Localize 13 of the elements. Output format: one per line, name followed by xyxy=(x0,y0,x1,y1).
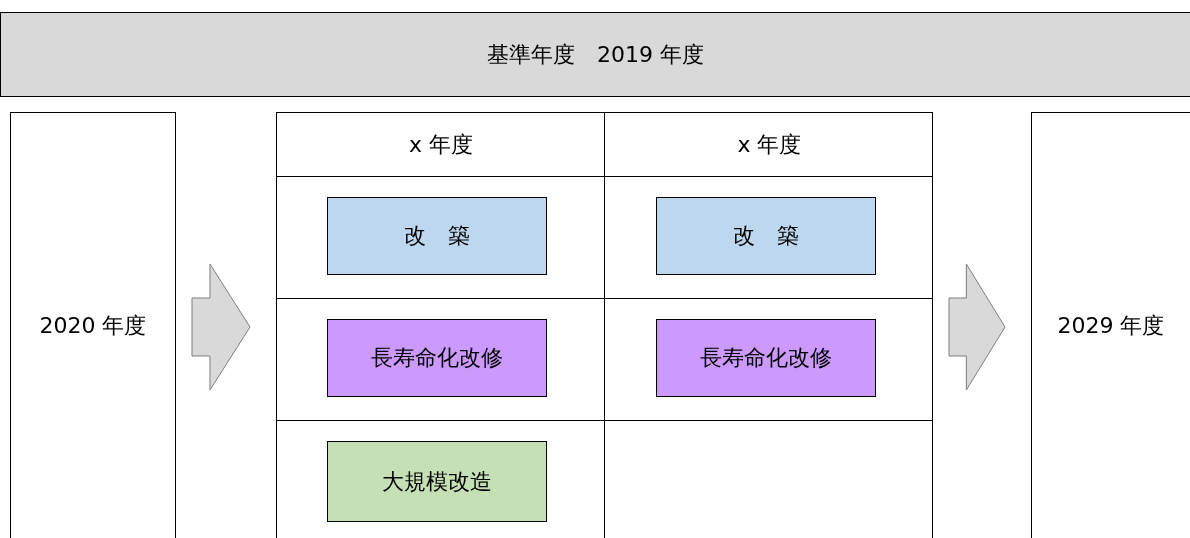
schedule-table xyxy=(276,112,933,538)
work-type-box: 大規模改造 xyxy=(327,441,547,522)
block-arrow xyxy=(191,263,251,391)
block-arrow xyxy=(948,263,1006,391)
work-type-box: 長寿命化改修 xyxy=(656,319,876,397)
column-header: x 年度 xyxy=(605,113,934,177)
work-type-box: 改 築 xyxy=(656,197,876,275)
work-type-box: 改 築 xyxy=(327,197,547,275)
work-type-box: 長寿命化改修 xyxy=(327,319,547,397)
header-banner: 基準年度 2019 年度 xyxy=(0,12,1190,97)
year-box: 2020 年度 xyxy=(10,112,176,538)
column-header: x 年度 xyxy=(277,113,605,177)
year-box: 2029 年度 xyxy=(1031,112,1190,538)
